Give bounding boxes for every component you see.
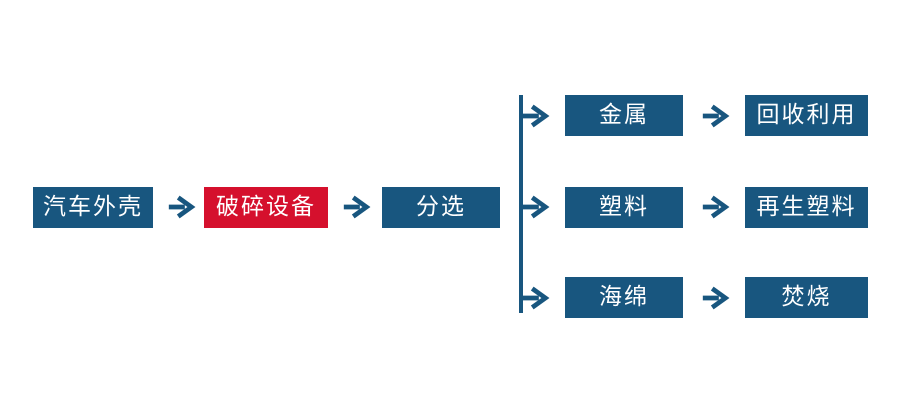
arrow-right-icon — [520, 193, 552, 221]
arrow-right-icon — [700, 284, 732, 312]
node-sorting: 分选 — [382, 187, 500, 228]
arrow-right-icon — [700, 193, 732, 221]
node-recycled-plastic: 再生塑料 — [745, 187, 868, 228]
branch-connector-line — [519, 95, 523, 313]
arrow-right-icon — [341, 193, 373, 221]
arrow-right-icon — [700, 102, 732, 130]
node-car-shell: 汽车外壳 — [33, 187, 153, 228]
node-crushing-equipment: 破碎设备 — [204, 187, 328, 228]
node-sponge: 海绵 — [565, 277, 683, 318]
arrow-right-icon — [520, 284, 552, 312]
node-metal: 金属 — [565, 95, 683, 136]
node-recycle-reuse: 回收利用 — [745, 95, 868, 136]
node-incineration: 焚烧 — [745, 277, 868, 318]
arrow-right-icon — [520, 102, 552, 130]
node-plastic: 塑料 — [565, 187, 683, 228]
arrow-right-icon — [166, 193, 198, 221]
